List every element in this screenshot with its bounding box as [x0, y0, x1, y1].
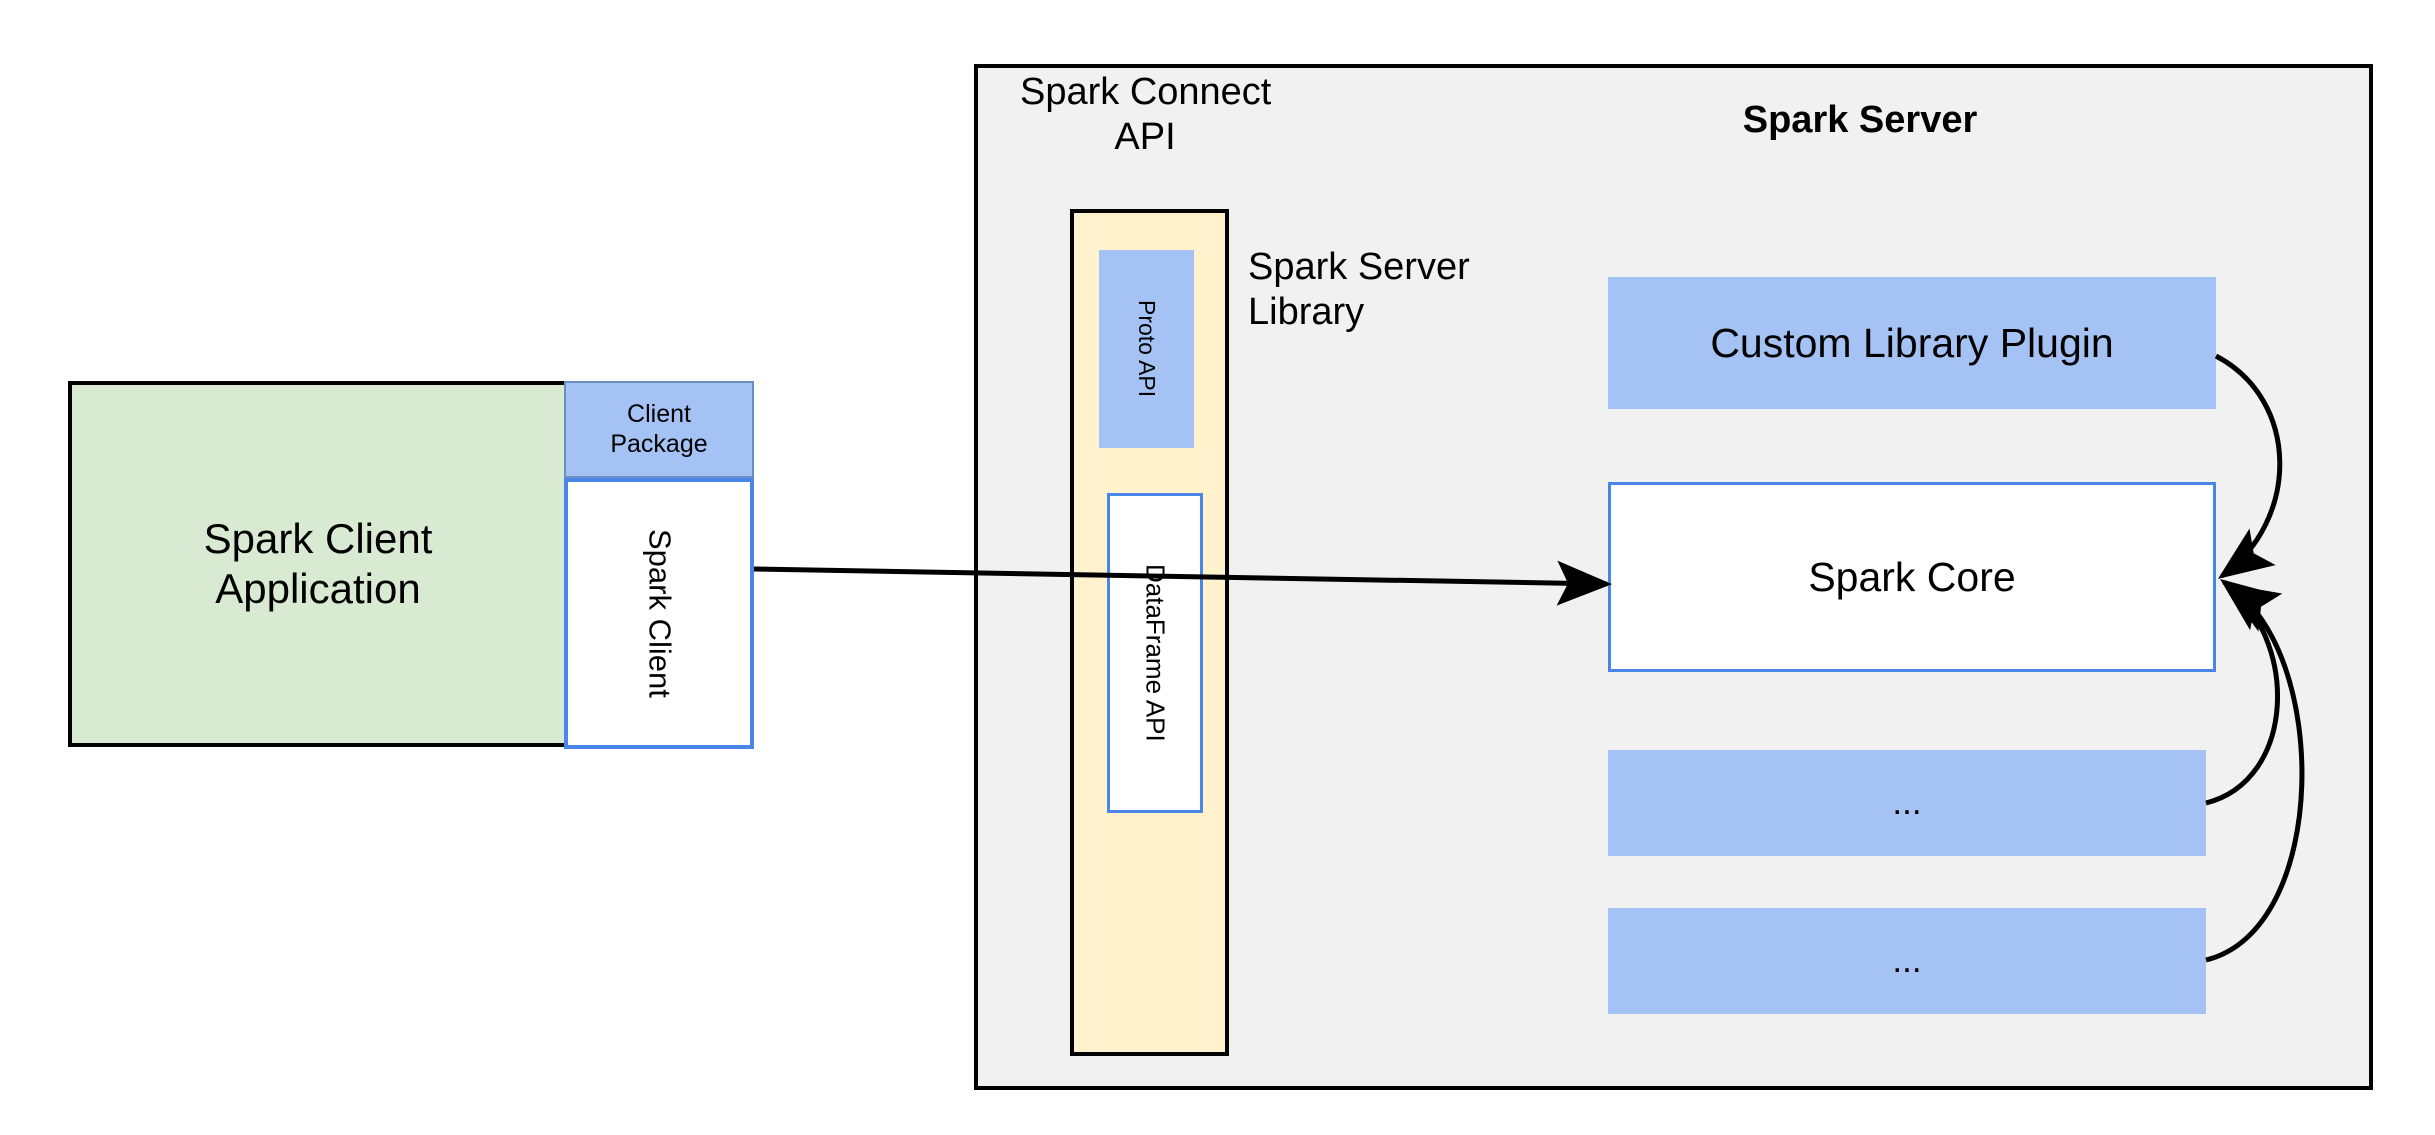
client-package-line2: Package [610, 429, 708, 458]
ellipsis-box-1[interactable]: ... [1608, 750, 2206, 856]
spark-connect-api-label-line2: API [1114, 116, 1176, 158]
custom-library-plugin-box[interactable]: Custom Library Plugin [1608, 277, 2216, 409]
spark-server-library-line2: Library [1248, 290, 1365, 333]
client-package-box[interactable]: Client Package [564, 381, 754, 478]
spark-core-box[interactable]: Spark Core [1608, 482, 2216, 672]
spark-server-library-label: Spark Server Library [1248, 245, 1548, 355]
client-application-line2: Application [215, 565, 421, 612]
spark-connect-api-label-line1: Spark Connect [1020, 71, 1272, 114]
spark-client-label: Spark Client [642, 529, 678, 698]
spark-connect-api-label: Spark Connect API [1000, 70, 1290, 160]
spark-client-application-box[interactable]: Spark Client Application [68, 381, 568, 747]
proto-api-box[interactable]: Proto API [1099, 250, 1194, 448]
dataframe-api-label: DataFrame API [1140, 564, 1171, 742]
dataframe-api-box[interactable]: DataFrame API [1107, 493, 1203, 813]
client-package-line1: Client [627, 400, 691, 428]
client-application-line1: Spark Client [203, 515, 433, 563]
ellipsis-box-2[interactable]: ... [1608, 908, 2206, 1014]
spark-server-library-line1: Spark Server [1248, 246, 1470, 288]
spark-server-title: Spark Server [1742, 98, 1978, 141]
spark-client-box[interactable]: Spark Client [564, 478, 754, 749]
proto-api-label: Proto API [1134, 300, 1161, 398]
